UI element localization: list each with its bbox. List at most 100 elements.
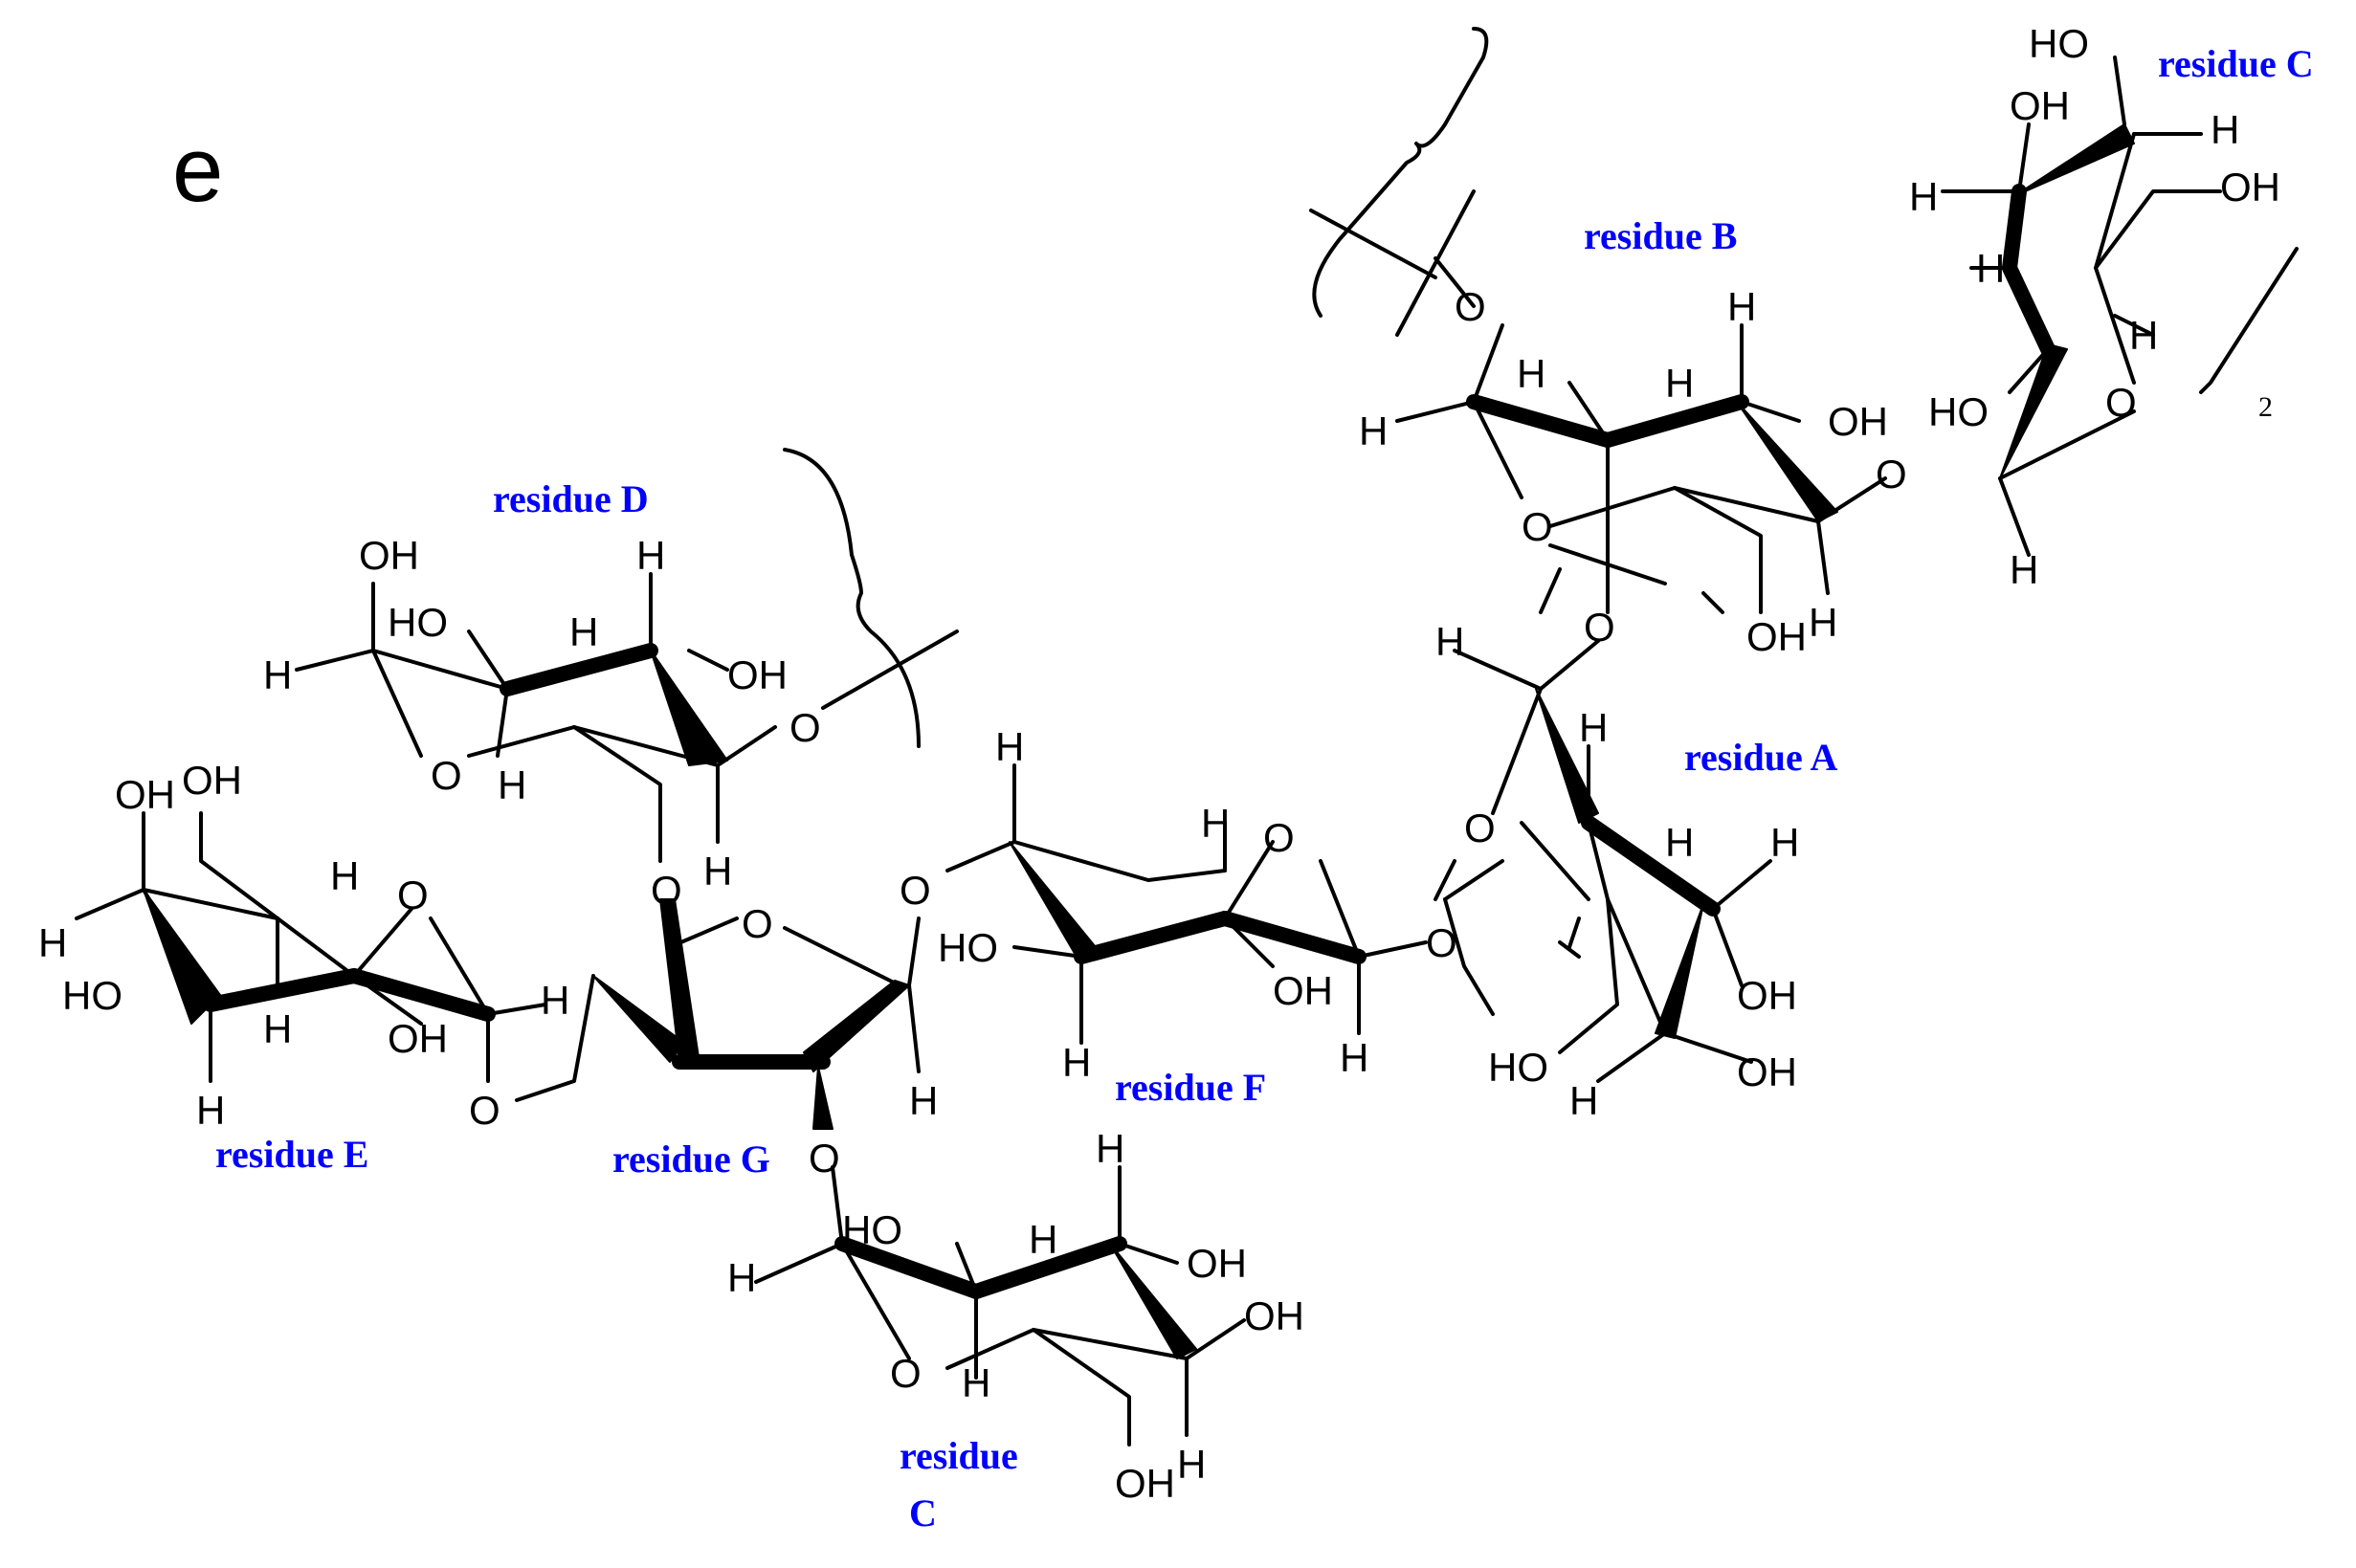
residue-label-g: residue G bbox=[612, 1137, 770, 1181]
atom-label: H bbox=[1909, 174, 1938, 219]
atom-label: O bbox=[890, 1351, 922, 1396]
atom-label: O bbox=[469, 1088, 500, 1133]
atom-labels: OH HO H O H H H OH O H O OH OH H HO H O … bbox=[38, 21, 2280, 1506]
atom-label: H bbox=[1727, 284, 1756, 329]
atom-label: H bbox=[38, 920, 67, 965]
atom-label: OH bbox=[1746, 614, 1807, 659]
residue-label-c-bottom-line2: C bbox=[909, 1491, 937, 1535]
atom-label: O bbox=[789, 705, 821, 750]
residue-label-b: residue B bbox=[1584, 214, 1737, 257]
atom-label: O bbox=[431, 753, 462, 798]
atom-label: OH bbox=[2010, 83, 2070, 128]
atom-label: OH bbox=[1244, 1293, 1304, 1338]
atom-label: H bbox=[962, 1360, 990, 1405]
atom-label: H bbox=[909, 1078, 938, 1123]
atom-label: H bbox=[1665, 820, 1694, 865]
atom-label: H bbox=[2129, 313, 2158, 358]
atom-label: H bbox=[1517, 351, 1545, 396]
atom-label: O bbox=[1522, 504, 1553, 549]
residue-label-e: residue E bbox=[215, 1133, 368, 1176]
atom-label: OH bbox=[182, 758, 242, 803]
residue-c-repeat-bracket bbox=[2199, 247, 2299, 394]
atom-label: OH bbox=[1828, 399, 1888, 444]
atom-label: HO bbox=[1488, 1045, 1548, 1090]
residue-a-ring bbox=[1443, 639, 1772, 1083]
atom-label: O bbox=[742, 901, 773, 946]
atom-label: HO bbox=[842, 1207, 902, 1252]
residue-label-c-bottom-line1: residue bbox=[900, 1434, 1018, 1477]
atom-label: OH bbox=[359, 533, 419, 578]
atom-label: OH bbox=[1115, 1461, 1175, 1506]
atom-label: H bbox=[1062, 1040, 1091, 1085]
atom-label: OH bbox=[1737, 1049, 1797, 1094]
residue-label-f: residue F bbox=[1115, 1066, 1266, 1109]
atom-label: H bbox=[1201, 801, 1230, 846]
atom-label: OH bbox=[1187, 1241, 1247, 1286]
atom-label: OH bbox=[1273, 968, 1333, 1013]
atom-label: O bbox=[651, 868, 682, 913]
residue-e-ring bbox=[75, 811, 547, 1083]
atom-label: O bbox=[1426, 920, 1457, 965]
atom-label: H bbox=[2010, 547, 2038, 592]
residue-labels: residue D residue E residue G residue F … bbox=[215, 42, 2314, 1535]
repeat-subscript: 2 bbox=[2258, 391, 2273, 423]
atom-label: OH bbox=[2220, 165, 2280, 210]
atom-label: H bbox=[636, 533, 665, 578]
atom-label: HO bbox=[2029, 21, 2089, 66]
residue-d-bracket bbox=[783, 448, 921, 748]
residue-c-top-ring bbox=[1941, 55, 2222, 557]
atom-label: H bbox=[703, 849, 732, 894]
atom-label: HO bbox=[388, 600, 448, 645]
atom-label: O bbox=[1455, 284, 1486, 329]
residue-label-d: residue D bbox=[493, 477, 649, 520]
atom-label: O bbox=[900, 868, 931, 913]
atom-label: O bbox=[1876, 452, 1907, 497]
atom-label: H bbox=[995, 724, 1024, 769]
atom-label: HO bbox=[1928, 389, 1989, 434]
residue-a-bracket-left bbox=[1539, 567, 1562, 614]
atom-label: H bbox=[196, 1088, 225, 1133]
atom-label: H bbox=[1177, 1442, 1206, 1487]
atom-label: H bbox=[1096, 1126, 1124, 1171]
atom-label: H bbox=[1340, 1035, 1368, 1080]
atom-label: H bbox=[263, 1006, 292, 1051]
residue-d-ring bbox=[295, 572, 777, 863]
atom-label: H bbox=[727, 1255, 756, 1300]
atom-label: H bbox=[498, 762, 526, 807]
atom-label: H bbox=[1359, 409, 1388, 453]
residue-f-ring bbox=[945, 763, 1428, 1045]
atom-label: OH bbox=[115, 772, 175, 817]
atom-label: O bbox=[1584, 605, 1615, 650]
atom-label: H bbox=[569, 609, 598, 654]
residue-g-ring bbox=[515, 898, 921, 1130]
atom-label: H bbox=[1665, 361, 1694, 406]
atom-label: OH bbox=[727, 652, 788, 697]
atom-label: O bbox=[1464, 806, 1496, 850]
atom-label: H bbox=[263, 652, 292, 697]
atom-label: OH bbox=[1737, 973, 1797, 1018]
atom-label: O bbox=[2105, 380, 2137, 425]
atom-label: H bbox=[330, 853, 359, 898]
residue-b-ring bbox=[1395, 323, 1887, 614]
atom-label: H bbox=[1569, 1078, 1598, 1123]
atom-label: HO bbox=[62, 973, 122, 1018]
atom-label: H bbox=[1976, 246, 2005, 291]
atom-label: H bbox=[2211, 107, 2239, 152]
atom-label: HO bbox=[938, 925, 998, 970]
panel-label: e bbox=[172, 119, 223, 221]
residue-b-bracket bbox=[1312, 27, 1489, 318]
atom-label: H bbox=[1809, 600, 1837, 645]
atom-label: H bbox=[1579, 705, 1608, 750]
atom-label: O bbox=[397, 872, 429, 917]
atom-label: O bbox=[1263, 815, 1295, 860]
atom-label: O bbox=[809, 1136, 840, 1181]
residue-c-bottom-ring bbox=[754, 1165, 1246, 1447]
atom-label: H bbox=[1435, 619, 1464, 664]
atom-label: H bbox=[541, 978, 569, 1023]
atom-label: OH bbox=[388, 1016, 448, 1061]
residue-label-c-top: residue C bbox=[2158, 42, 2314, 85]
atom-label: H bbox=[1770, 820, 1799, 865]
residue-label-a: residue A bbox=[1684, 736, 1838, 779]
